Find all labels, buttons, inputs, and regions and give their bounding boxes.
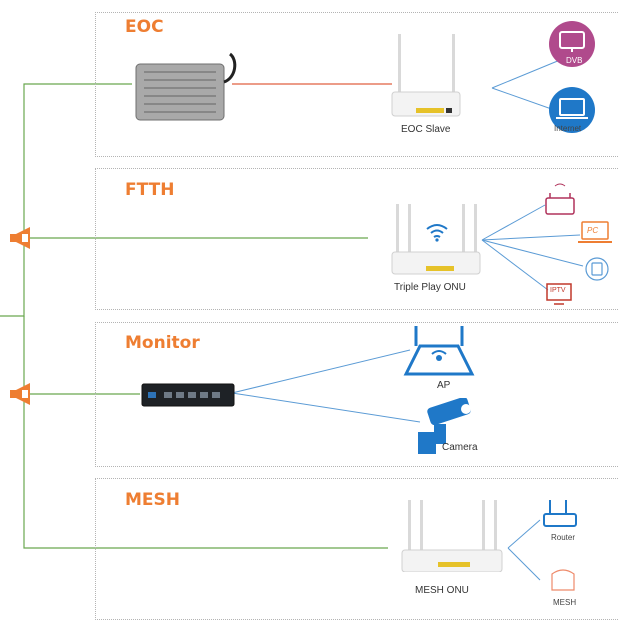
section-eoc	[95, 12, 619, 157]
camera-icon	[418, 398, 471, 454]
splitter-icon	[10, 227, 30, 249]
router-icon	[545, 183, 575, 215]
ap-icon	[403, 326, 475, 376]
laptop-icon	[578, 221, 612, 243]
eoc-master-device	[135, 52, 237, 121]
section-ftth	[95, 168, 619, 310]
section-title-eoc: EOC	[125, 17, 164, 37]
wifi-icon	[426, 224, 448, 242]
monitor-icon	[549, 21, 595, 67]
router-icon	[401, 500, 503, 572]
laptop-icon	[549, 87, 595, 133]
router-icon	[391, 34, 461, 117]
device-label-mesh-onu: MESH ONU	[415, 585, 469, 596]
device-label-camera: Camera	[442, 442, 478, 453]
router-icon	[543, 500, 577, 527]
tv-icon	[546, 283, 572, 305]
endpoint-label-mesh: MESH	[553, 598, 577, 607]
device-label-triple-play-onu: Triple Play ONU	[394, 282, 466, 293]
endpoint-label-iptv: IPTV	[550, 287, 566, 294]
phone-icon	[585, 257, 609, 281]
endpoint-label-internet: Internet	[554, 124, 582, 133]
endpoint-label-dvb: DVB	[566, 56, 583, 65]
endpoint-label-router: Router	[551, 533, 576, 542]
device-label-ap: AP	[437, 380, 451, 391]
splitter-icon	[10, 383, 30, 405]
router-icon	[391, 204, 481, 275]
section-title-mesh: MESH	[125, 490, 181, 510]
endpoint-label-pc: PC	[587, 226, 599, 235]
section-title-monitor: Monitor	[125, 333, 200, 353]
section-title-ftth: FTTH	[125, 180, 175, 200]
section-monitor	[95, 322, 619, 467]
mesh-node-icon	[551, 569, 575, 591]
device-label-eoc-slave: EOC Slave	[401, 124, 451, 135]
blue-links	[231, 59, 584, 581]
switch-icon	[141, 383, 235, 407]
